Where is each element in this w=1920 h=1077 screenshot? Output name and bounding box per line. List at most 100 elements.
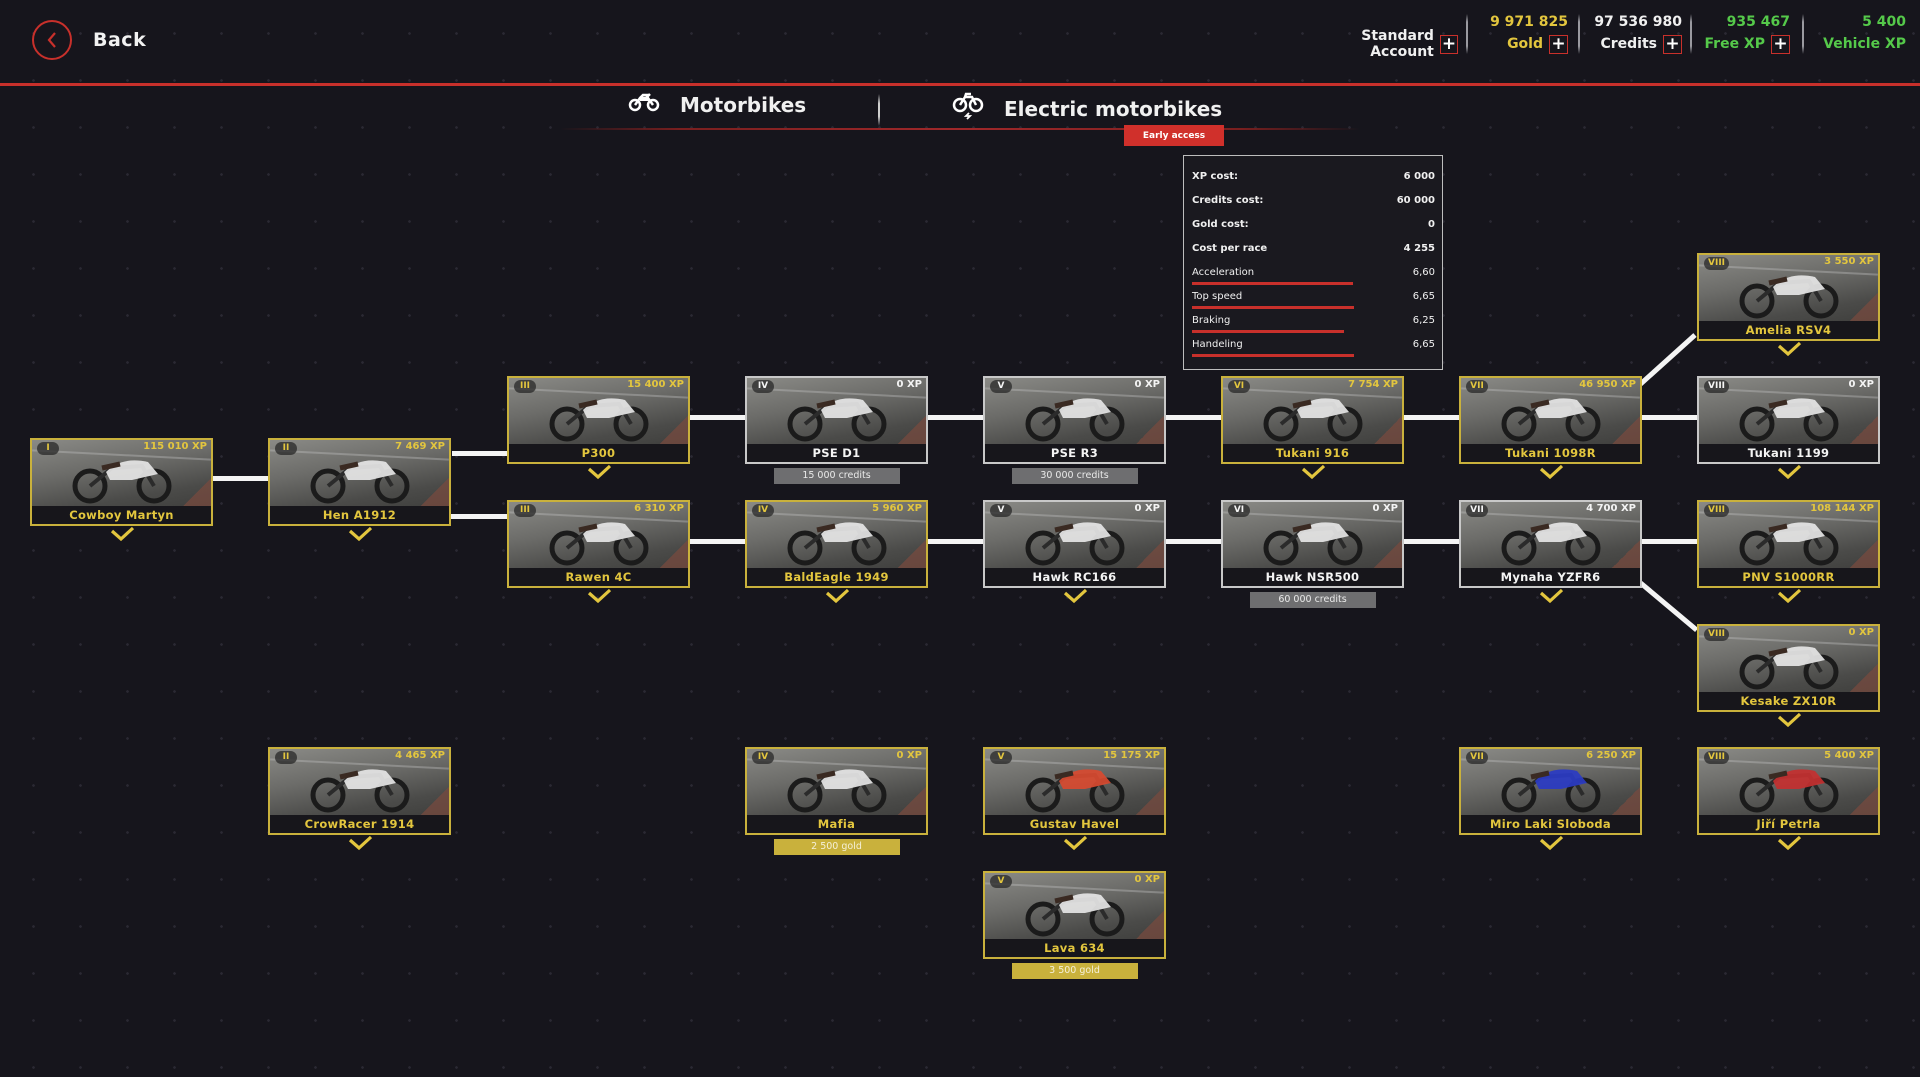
- tier-badge: VI: [1228, 504, 1250, 517]
- vehicle-name: PSE D1: [747, 444, 926, 462]
- vehicle-card-jiri-petrla[interactable]: VIII 5 400 XP Jiří Petrla: [1697, 747, 1880, 851]
- tree-connector: [200, 476, 280, 481]
- tier-badge: III: [514, 504, 536, 517]
- tier-badge: IV: [752, 751, 774, 764]
- top-speed-bar: [1192, 306, 1354, 309]
- tab-motorbikes-label: Motorbikes: [680, 92, 807, 117]
- vehicle-card-pnv-s1000rr[interactable]: VIII 108 144 XP PNV S1000RR: [1697, 500, 1880, 604]
- vehicle-name: Amelia RSV4: [1699, 321, 1878, 339]
- account-label: Standard Account: [1361, 28, 1434, 60]
- vehicle-card-mynaha-yzfr6[interactable]: VII 4 700 XP Mynaha YZFR6: [1459, 500, 1642, 604]
- checkmark-icon: [1539, 588, 1563, 604]
- vehicle-card-tukani-1199[interactable]: VIII 0 XP Tukani 1199: [1697, 376, 1880, 480]
- checkmark-icon: [348, 526, 372, 542]
- checkmark-icon: [1777, 588, 1801, 604]
- gold-cost-row: Gold cost:0: [1192, 216, 1435, 240]
- vehicle-card-hen-a1912[interactable]: II 7 469 XP Hen A1912: [268, 438, 451, 542]
- checkmark-icon: [1777, 464, 1801, 480]
- vehicle-name: Lava 634: [985, 939, 1164, 957]
- buy-price-button[interactable]: 3 500 gold: [1011, 963, 1138, 979]
- tier-badge: IV: [752, 380, 774, 393]
- buy-price-button[interactable]: 15 000 credits: [773, 468, 900, 484]
- motorbike-icon: [1739, 646, 1838, 690]
- vehicle-card-rawen-4c[interactable]: III 6 310 XP Rawen 4C: [507, 500, 690, 604]
- stat-label: Braking: [1192, 315, 1231, 326]
- vehicle-image: [985, 749, 1164, 817]
- vehicle-card-tukani-1098r[interactable]: VII 46 950 XP Tukani 1098R: [1459, 376, 1642, 480]
- buy-price-button[interactable]: 30 000 credits: [1011, 468, 1138, 484]
- xp-cost-row: XP cost: 6 000: [1192, 168, 1435, 192]
- tree-connector: [1404, 415, 1472, 420]
- vehicle-card-mafia[interactable]: IV 0 XP Mafia 2 500 gold: [745, 747, 928, 855]
- tier-badge: VIII: [1704, 628, 1730, 641]
- tab-motorbikes[interactable]: Motorbikes: [628, 92, 806, 117]
- motorbike-icon: [1263, 398, 1362, 442]
- vehicle-name: Gustav Havel: [985, 815, 1164, 833]
- vehicle-card-p300[interactable]: III 15 400 XP P300: [507, 376, 690, 480]
- buy-price-button[interactable]: 2 500 gold: [773, 839, 900, 855]
- vehicle-name: Hawk RC166: [985, 568, 1164, 586]
- vehicle-card-hawk-nsr500[interactable]: VI 0 XP Hawk NSR500 60 000 credits: [1221, 500, 1404, 608]
- vehicle-name: Hawk NSR500: [1223, 568, 1402, 586]
- free-xp-label: Free XP: [1704, 36, 1766, 52]
- back-button[interactable]: Back: [32, 20, 146, 60]
- vehicle-card-pse-d1[interactable]: IV 0 XP PSE D1 15 000 credits: [745, 376, 928, 484]
- checkmark-icon: [587, 588, 611, 604]
- stat-label: XP cost:: [1192, 171, 1239, 182]
- vehicle-xp: 6 310 XP: [634, 503, 684, 514]
- vehicle-xp: 15 175 XP: [1103, 750, 1160, 761]
- buy-credits-button[interactable]: +: [1663, 34, 1682, 54]
- vehicle-card-crowracer-1914[interactable]: II 4 465 XP CrowRacer 1914: [268, 747, 451, 851]
- divider: [1466, 14, 1468, 54]
- vehicle-name: Tukani 916: [1223, 444, 1402, 462]
- motorbike-icon: [628, 92, 660, 117]
- vehicle-card-gustav-havel[interactable]: V 15 175 XP Gustav Havel: [983, 747, 1166, 851]
- vehicle-card-baldeagle-1949[interactable]: IV 5 960 XP BaldEagle 1949: [745, 500, 928, 604]
- tier-badge: V: [990, 751, 1012, 764]
- tier-badge: V: [990, 875, 1012, 888]
- vehicle-image: [1699, 255, 1878, 323]
- vehicle-xp: 7 469 XP: [395, 441, 445, 452]
- stat-value: 60 000: [1396, 195, 1435, 206]
- buy-gold-button[interactable]: +: [1549, 34, 1568, 54]
- motorbike-icon: [310, 769, 409, 813]
- vehicle-card-kesake-zx10r[interactable]: VIII 0 XP Kesake ZX10R: [1697, 624, 1880, 728]
- tier-badge: III: [514, 380, 536, 393]
- vehicle-card-hawk-rc166[interactable]: V 0 XP Hawk RC166: [983, 500, 1166, 604]
- vehicle-name: PNV S1000RR: [1699, 568, 1878, 586]
- vehicle-card-pse-r3[interactable]: V 0 XP PSE R3 30 000 credits: [983, 376, 1166, 484]
- vehicle-image: [1461, 378, 1640, 446]
- tier-badge: VI: [1228, 380, 1250, 393]
- buy-price-button[interactable]: 60 000 credits: [1249, 592, 1376, 608]
- convert-xp-button[interactable]: +: [1771, 34, 1790, 54]
- vehicle-card-cowboy-martyn[interactable]: I 115 010 XP Cowboy Martyn: [30, 438, 213, 542]
- vehicle-image: [1699, 378, 1878, 446]
- tier-badge: IV: [752, 504, 774, 517]
- credits-cost-row: Credits cost:60 000: [1192, 192, 1435, 216]
- vehicle-name: CrowRacer 1914: [270, 815, 449, 833]
- motorbike-icon: [1501, 398, 1600, 442]
- vehicle-card-miro-laki-sloboda[interactable]: VII 6 250 XP Miro Laki Sloboda: [1459, 747, 1642, 851]
- tier-badge: II: [275, 442, 297, 455]
- vehicle-card-tukani-916[interactable]: VI 7 754 XP Tukani 916: [1221, 376, 1404, 480]
- checkmark-icon: [1063, 835, 1087, 851]
- vehicle-name: Tukani 1098R: [1461, 444, 1640, 462]
- vehicle-xp: 108 144 XP: [1810, 503, 1874, 514]
- vehicle-name: Miro Laki Sloboda: [1461, 815, 1640, 833]
- tab-electric-motorbikes[interactable]: Electric motorbikes: [952, 92, 1222, 125]
- vehicle-xp-value: 5 400: [1862, 14, 1906, 30]
- motorbike-icon: [787, 398, 886, 442]
- electric-bike-icon: [952, 92, 984, 125]
- vehicle-name: P300: [509, 444, 688, 462]
- vehicle-name: PSE R3: [985, 444, 1164, 462]
- tier-badge: VII: [1466, 751, 1488, 764]
- vehicle-card-amelia-rsv4[interactable]: VIII 3 550 XP Amelia RSV4: [1697, 253, 1880, 357]
- stat-label: Cost per race: [1192, 243, 1268, 254]
- upgrade-account-button[interactable]: +: [1439, 33, 1458, 54]
- checkmark-icon: [110, 526, 134, 542]
- stat-value: 6 000: [1403, 171, 1435, 182]
- motorbike-icon: [549, 398, 648, 442]
- divider: [1578, 14, 1580, 54]
- vehicle-card-lava-634[interactable]: V 0 XP Lava 634 3 500 gold: [983, 871, 1166, 979]
- vehicle-image: [985, 873, 1164, 941]
